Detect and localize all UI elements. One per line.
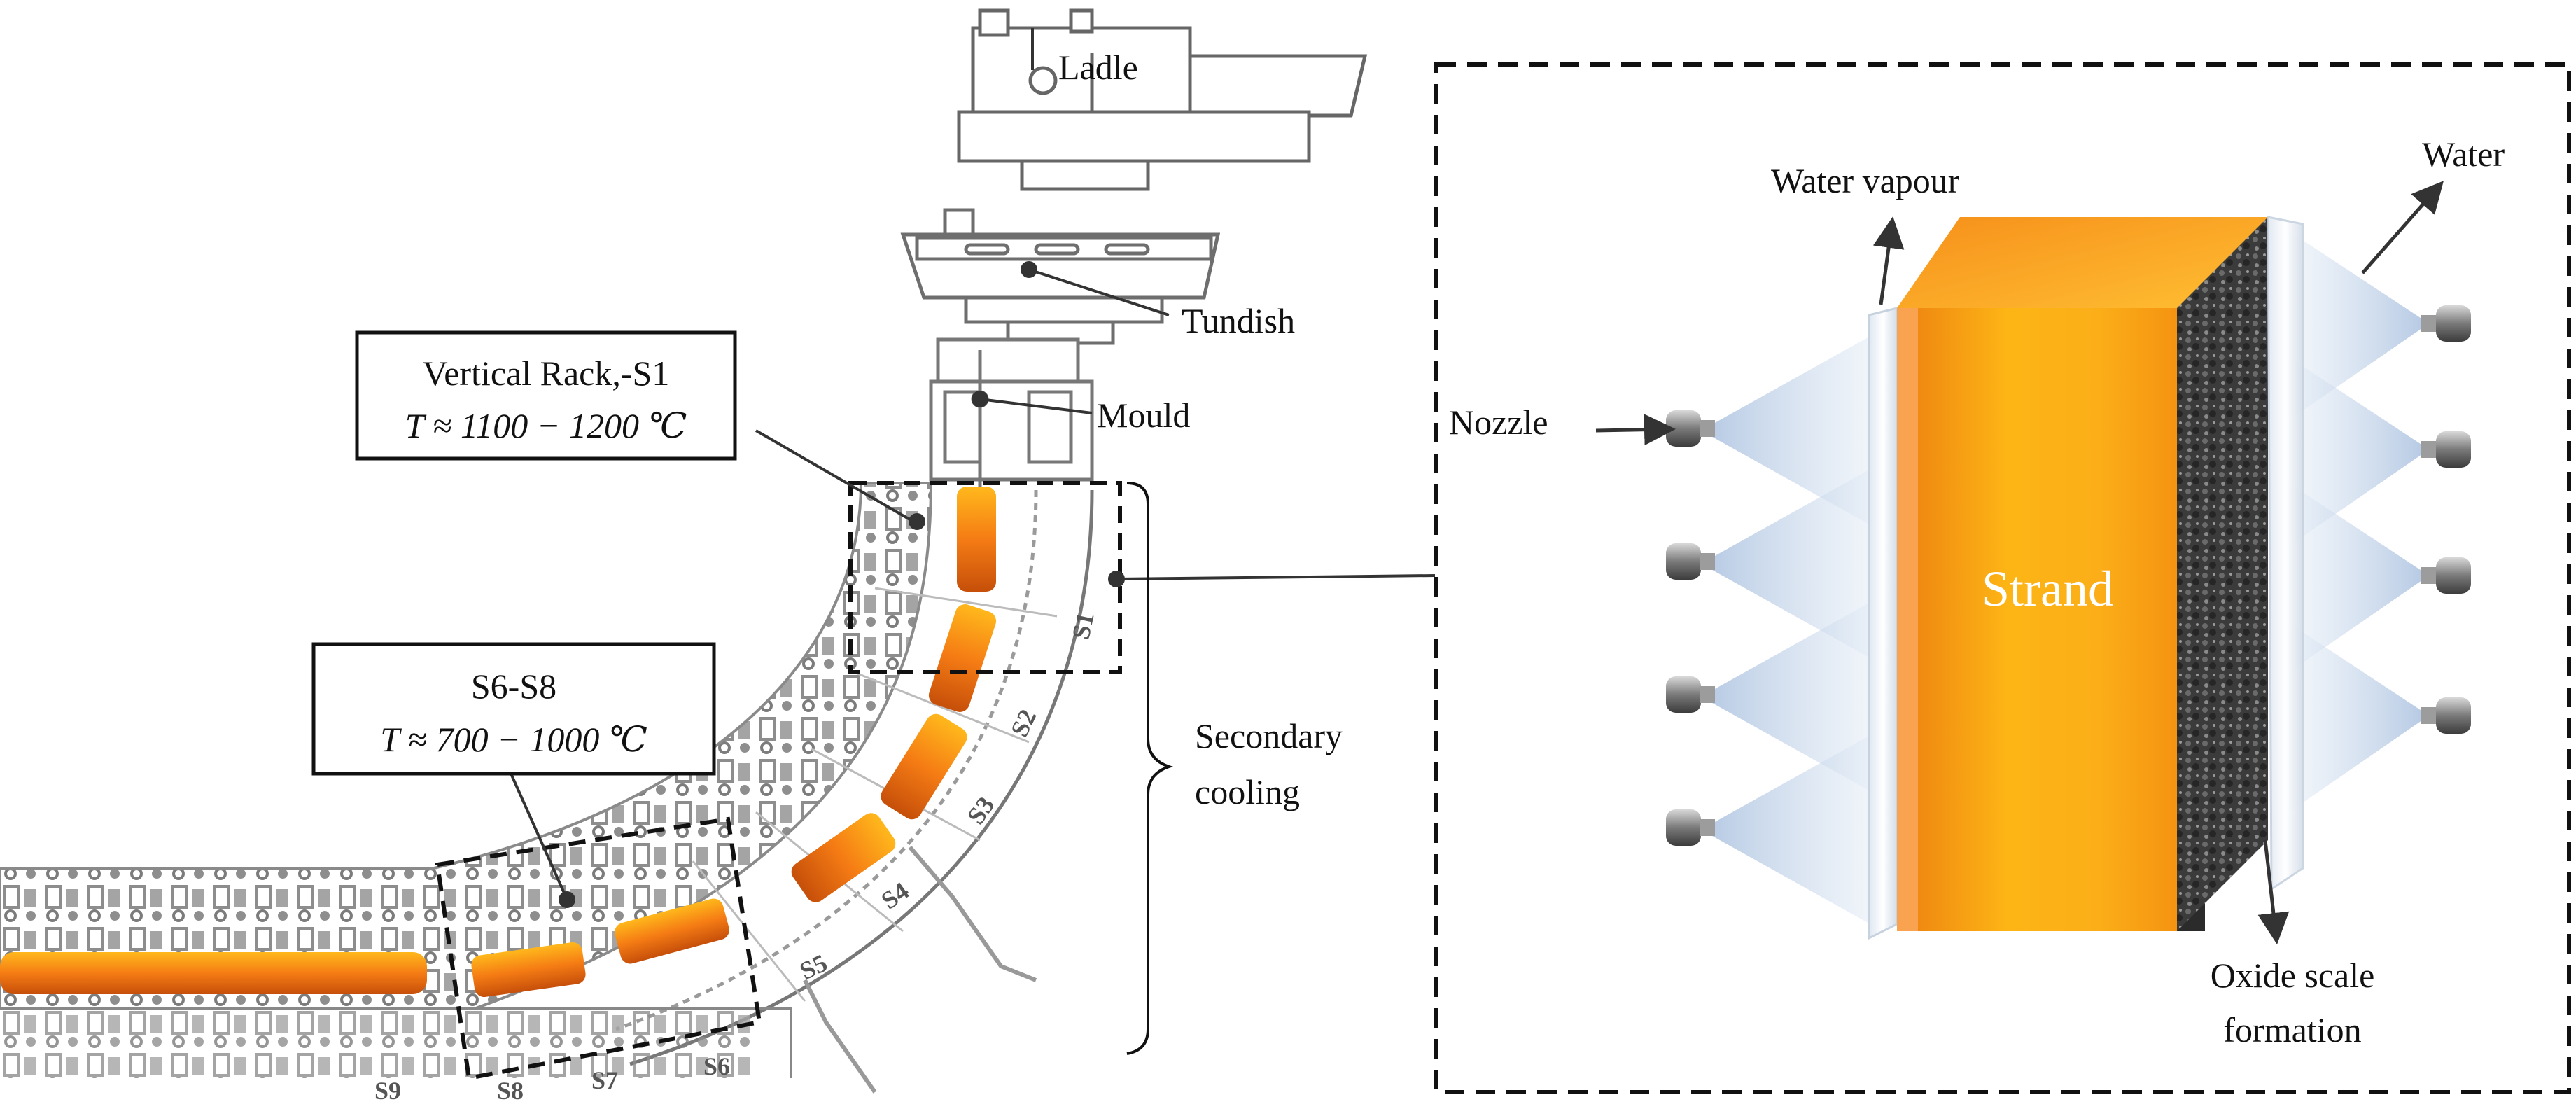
water-vapour-label: Water vapour [1771, 161, 1960, 200]
vertical-rack-title: Vertical Rack,-S1 [423, 354, 670, 393]
strand-front-face [1918, 308, 2177, 931]
water-arrow [2361, 181, 2444, 274]
oxide-arrow [2258, 839, 2290, 944]
secondary-cooling-label-1: Secondary [1195, 716, 1343, 755]
nozzle-label: Nozzle [1449, 403, 1548, 442]
vertical-rack-callout [355, 330, 737, 461]
segment-s9: S9 [374, 1077, 401, 1105]
leader-lines [510, 28, 1436, 908]
nozzle-arrow [1595, 414, 1676, 446]
strand-label: Strand [1982, 561, 2113, 617]
strand-piece-s3 [881, 713, 967, 820]
strand-horizontal [0, 952, 427, 994]
left-sprays [1701, 329, 1883, 931]
tundish-structure [900, 208, 1221, 345]
segment-s4: S4 [876, 877, 914, 915]
strand-piece-s1 [957, 487, 996, 592]
oxide-scale-face [2177, 217, 2268, 931]
segment-s7: S7 [592, 1066, 618, 1094]
detail-panel: Strand Nozzle Water vapour Water [1434, 62, 2571, 1094]
water-vapour-arrow [1872, 216, 1905, 305]
ladle-label: Ladle [1058, 48, 1138, 87]
right-sprays [2289, 231, 2429, 812]
nozzle-icon [2436, 557, 2471, 594]
s6s8-temp: T ≈ 700 − 1000 ℃ [380, 720, 648, 759]
oxide-label-2: formation [2223, 1010, 2361, 1049]
nozzle-icon [1666, 543, 1701, 580]
water-label: Water [2422, 134, 2505, 174]
s6s8-highlight-box [435, 816, 762, 1081]
s6s8-callout [312, 642, 716, 776]
oxide-label-1: Oxide scale [2211, 956, 2375, 995]
strand-piece-s2 [928, 604, 997, 712]
strand-piece-s8 [471, 942, 586, 998]
left-nozzles [1666, 410, 1715, 846]
hot-strand [0, 487, 997, 998]
secondary-cooling-brace [1126, 482, 1174, 1055]
strand-top-face [1897, 217, 2268, 308]
nozzle-icon [2436, 697, 2471, 734]
mould-structure [929, 337, 1094, 490]
nozzle-icon [2436, 431, 2471, 468]
segment-s1: S1 [1067, 610, 1100, 642]
nozzle-icon [2436, 305, 2471, 342]
segment-s5: S5 [795, 949, 831, 985]
nozzle-icon [1666, 410, 1701, 447]
secondary-cooling-label-2: cooling [1195, 772, 1300, 811]
mould-label: Mould [1097, 396, 1190, 435]
nozzle-icon [1666, 676, 1701, 713]
nozzle-icon [1666, 809, 1701, 846]
strand-block: Strand [1897, 217, 2268, 931]
segment-s6: S6 [704, 1052, 730, 1080]
strand-piece-s7 [615, 898, 729, 964]
segment-s3: S3 [962, 791, 1000, 829]
right-nozzles [2421, 305, 2471, 734]
detail-arrows [1595, 181, 2444, 944]
tundish-label: Tundish [1182, 301, 1295, 340]
vertical-rack-temp: T ≈ 1100 − 1200 ℃ [405, 406, 687, 445]
roll-segments [0, 482, 1094, 1094]
s1-highlight-box [848, 481, 1122, 674]
left-vapour-film [1868, 307, 1898, 940]
right-water-film [2267, 216, 2304, 891]
ladle-structure [957, 8, 1368, 191]
segment-s8: S8 [497, 1077, 524, 1105]
strand-piece-s4 [791, 813, 896, 902]
s6s8-title: S6-S8 [471, 667, 556, 706]
caster-machine: S1 S2 S3 S4 S5 S6 S7 S8 S9 [0, 8, 1436, 1105]
